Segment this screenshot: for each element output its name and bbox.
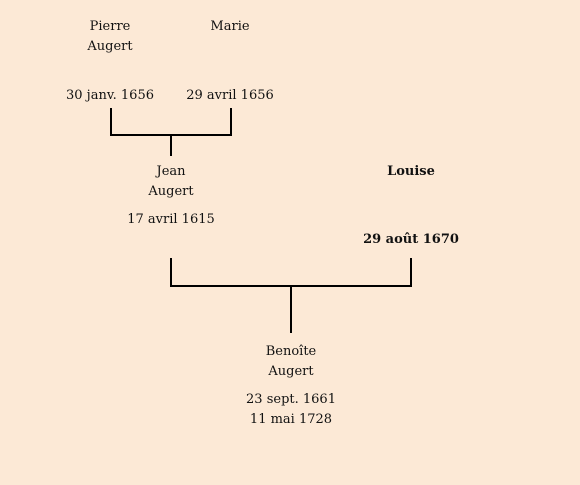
parents-couple-bracket xyxy=(170,258,412,287)
father-last-name: Augert xyxy=(148,184,194,199)
grandfather-date: 30 janv. 1656 xyxy=(66,88,154,103)
child-last-name: Augert xyxy=(268,364,314,379)
child-first-name: Benoîte xyxy=(265,344,317,359)
child-birth-date: 23 sept. 1661 xyxy=(246,392,336,407)
grandmother-first-name: Marie xyxy=(210,19,250,34)
grandfather-first-name: Pierre xyxy=(89,19,131,34)
grandfather-last-name: Augert xyxy=(87,39,133,54)
father-first-name: Jean xyxy=(156,164,186,179)
mother-date: 29 août 1670 xyxy=(363,232,459,247)
father-date: 17 avril 1615 xyxy=(127,212,215,227)
grandparents-couple-bracket xyxy=(110,108,232,136)
mother-first-name: Louise xyxy=(387,164,435,179)
grandmother-date: 29 avril 1656 xyxy=(186,88,274,103)
child-death-date: 11 mai 1728 xyxy=(249,412,333,427)
